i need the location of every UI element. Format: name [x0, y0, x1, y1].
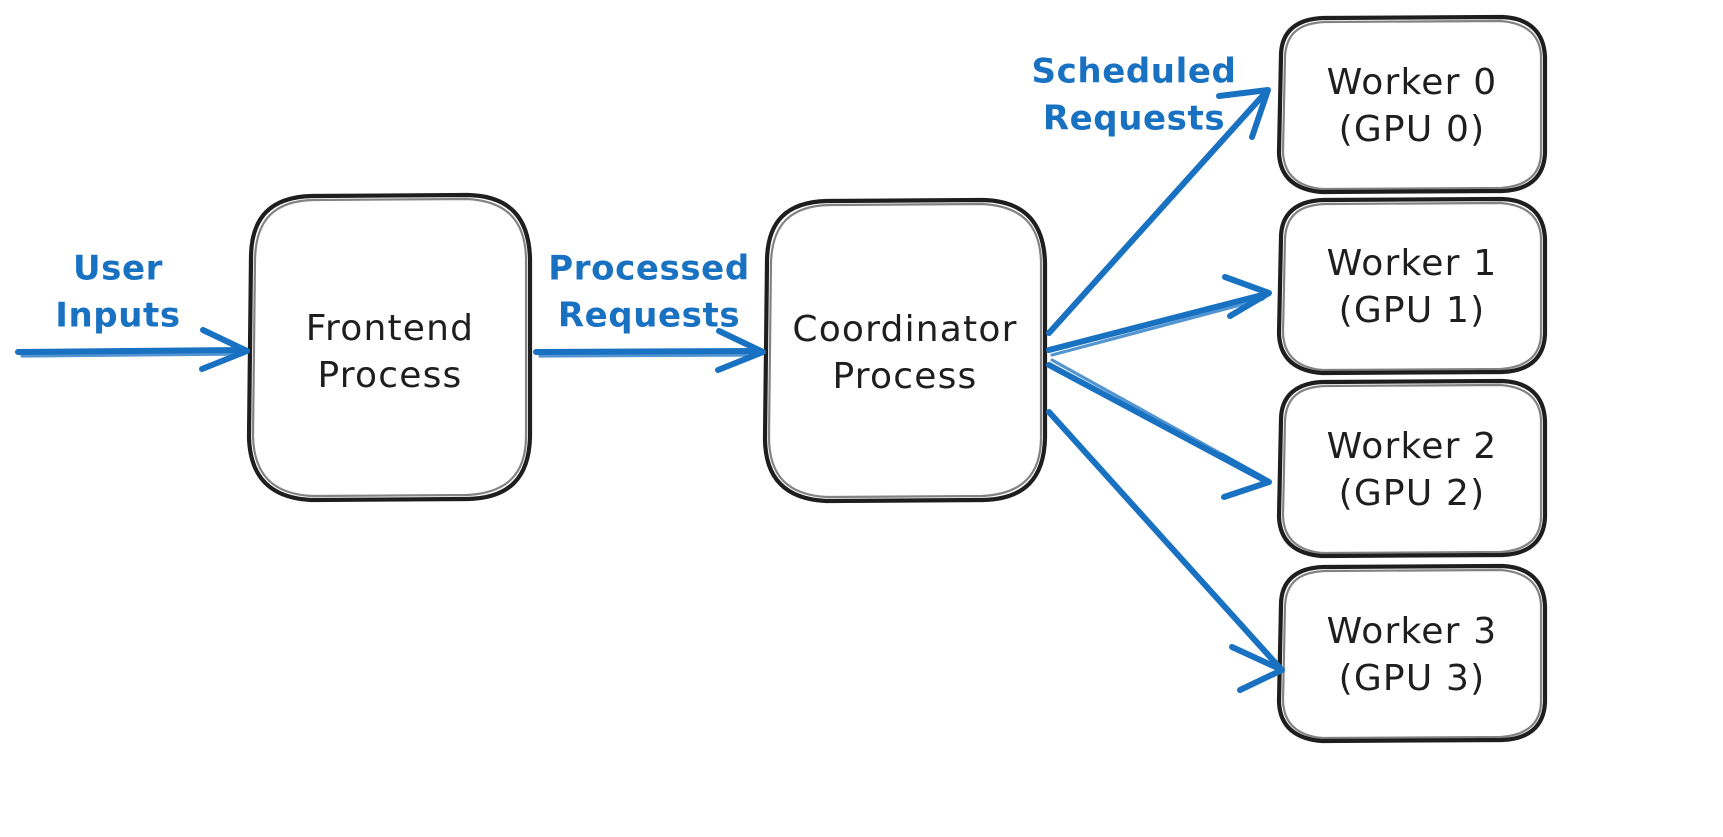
- edge-coordinator-to-worker-0: [1046, 87, 1271, 336]
- coordinator-process-label-line1: Coordinator: [792, 309, 1017, 350]
- user-inputs-label-line1: User: [73, 249, 163, 289]
- worker-2-label-line1: Worker 2: [1327, 426, 1498, 467]
- node-worker-1[interactable]: Worker 1 (GPU 1): [1276, 196, 1548, 376]
- worker-0-label-line1: Worker 0: [1327, 62, 1498, 103]
- worker-3-label-line1: Worker 3: [1327, 611, 1498, 652]
- processed-requests-label-line1: Processed: [548, 249, 750, 289]
- worker-3-arrow-head: [1229, 644, 1285, 693]
- worker-0-label-line2: (GPU 0): [1339, 109, 1486, 150]
- worker-2-outline: [1276, 378, 1548, 559]
- node-frontend-process[interactable]: Frontend Process: [246, 192, 533, 503]
- worker-0-outline: [1276, 14, 1548, 195]
- edge-coordinator-to-worker-3: [1046, 409, 1285, 693]
- node-coordinator-process[interactable]: Coordinator Process: [762, 197, 1048, 504]
- coordinator-process-outline: [762, 197, 1048, 504]
- processed-requests-arrow-line: [533, 348, 764, 355]
- scheduled-requests-label-line1: Scheduled: [1032, 52, 1237, 92]
- worker-3-label-line2: (GPU 3): [1339, 658, 1486, 699]
- worker-3-outline-sketch: [1281, 568, 1543, 740]
- user-inputs-arrow-head: [199, 327, 250, 372]
- worker-1-arrow-line: [1046, 291, 1269, 353]
- worker-1-label-line1: Worker 1: [1327, 243, 1498, 284]
- worker-2-arrow-head: [1219, 453, 1272, 500]
- worker-1-outline-sketch: [1281, 201, 1543, 372]
- edge-coordinator-to-worker-1: [1046, 274, 1272, 357]
- coordinator-process-label-line2: Process: [833, 356, 978, 397]
- worker-1-outline: [1276, 196, 1548, 376]
- processed-requests-label-line2: Requests: [558, 296, 740, 336]
- frontend-process-label-line1: Frontend: [306, 308, 474, 349]
- worker-1-arrow-head: [1222, 274, 1272, 319]
- worker-2-label-line2: (GPU 2): [1339, 473, 1486, 514]
- user-inputs-label-line2: Inputs: [55, 296, 181, 336]
- processed-requests-arrow-head: [715, 328, 766, 373]
- coordinator-process-outline-sketch: [767, 202, 1043, 499]
- node-worker-2[interactable]: Worker 2 (GPU 2): [1276, 378, 1548, 559]
- edge-processed-requests: [533, 328, 766, 373]
- frontend-process-outline: [246, 192, 533, 503]
- worker-1-arrow-line-sketch: [1050, 297, 1265, 357]
- worker-0-arrow-line: [1046, 89, 1269, 336]
- node-worker-3[interactable]: Worker 3 (GPU 3): [1276, 563, 1548, 744]
- edge-user-inputs: [15, 327, 250, 372]
- worker-0-arrow-head: [1216, 87, 1271, 140]
- user-inputs-arrow-line-sketch: [20, 352, 245, 358]
- edge-coordinator-to-worker-2: [1046, 358, 1272, 500]
- scheduled-requests-label-line2: Requests: [1043, 99, 1225, 139]
- worker-0-outline-sketch: [1281, 19, 1543, 191]
- worker-3-arrow-line: [1046, 409, 1283, 671]
- node-worker-0[interactable]: Worker 0 (GPU 0): [1276, 14, 1548, 195]
- frontend-process-outline-sketch: [251, 197, 528, 498]
- processed-requests-arrow-line-sketch: [538, 353, 761, 358]
- worker-1-label-line2: (GPU 1): [1339, 290, 1486, 331]
- worker-3-outline: [1276, 563, 1548, 744]
- frontend-process-label-line2: Process: [318, 355, 463, 396]
- worker-2-outline-sketch: [1281, 383, 1543, 555]
- user-inputs-arrow-line: [15, 347, 248, 355]
